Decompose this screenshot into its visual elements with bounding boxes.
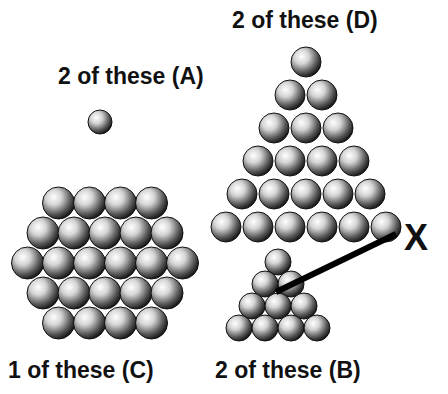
triangle-cluster — [211, 47, 401, 242]
cluster-label: 2 of these (A) — [58, 64, 204, 89]
pointer-line — [276, 234, 396, 292]
pointer-label: X — [404, 218, 428, 258]
small-pyramid — [226, 249, 330, 341]
cluster-label: 2 of these (B) — [215, 358, 361, 383]
cluster-label: 2 of these (D) — [232, 8, 378, 33]
single-sphere — [88, 110, 112, 134]
cluster-label: 1 of these (C) — [8, 358, 154, 383]
hexagon-cluster — [12, 187, 199, 339]
